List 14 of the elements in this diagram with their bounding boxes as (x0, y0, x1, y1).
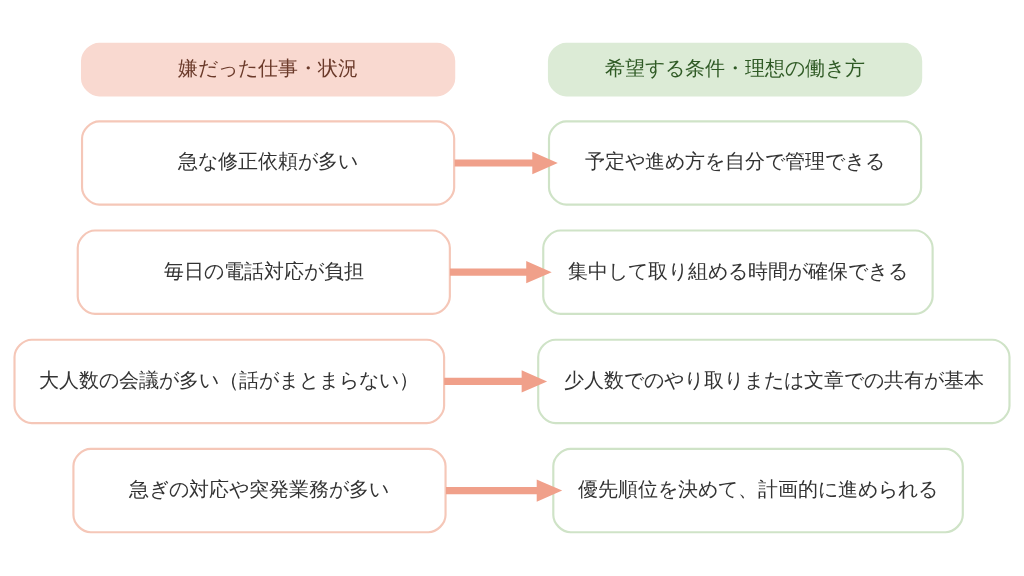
node-box: 優先順位を決めて、計画的に進められる (552, 447, 964, 534)
node-box: 急ぎの対応や突発業務が多い (72, 447, 447, 534)
arrow (454, 151, 558, 175)
node-box: 少人数でのやり取りまたは文章での共有が基本 (537, 338, 1011, 425)
node-box: 嫌だった仕事・状況 (80, 42, 456, 97)
node-box: 集中して取り組める時間が確保できる (542, 229, 934, 315)
node-box: 希望する条件・理想の働き方 (547, 42, 923, 97)
arrow (444, 370, 548, 393)
node-box: 毎日の電話対応が負担 (76, 229, 451, 315)
node-box: 大人数の会議が多い（話がまとまらない） (13, 338, 446, 425)
node-box: 急な修正依頼が多い (80, 120, 456, 206)
arrow (445, 479, 563, 502)
arrow (449, 261, 552, 284)
node-box: 予定や進め方を自分で管理できる (547, 120, 923, 206)
